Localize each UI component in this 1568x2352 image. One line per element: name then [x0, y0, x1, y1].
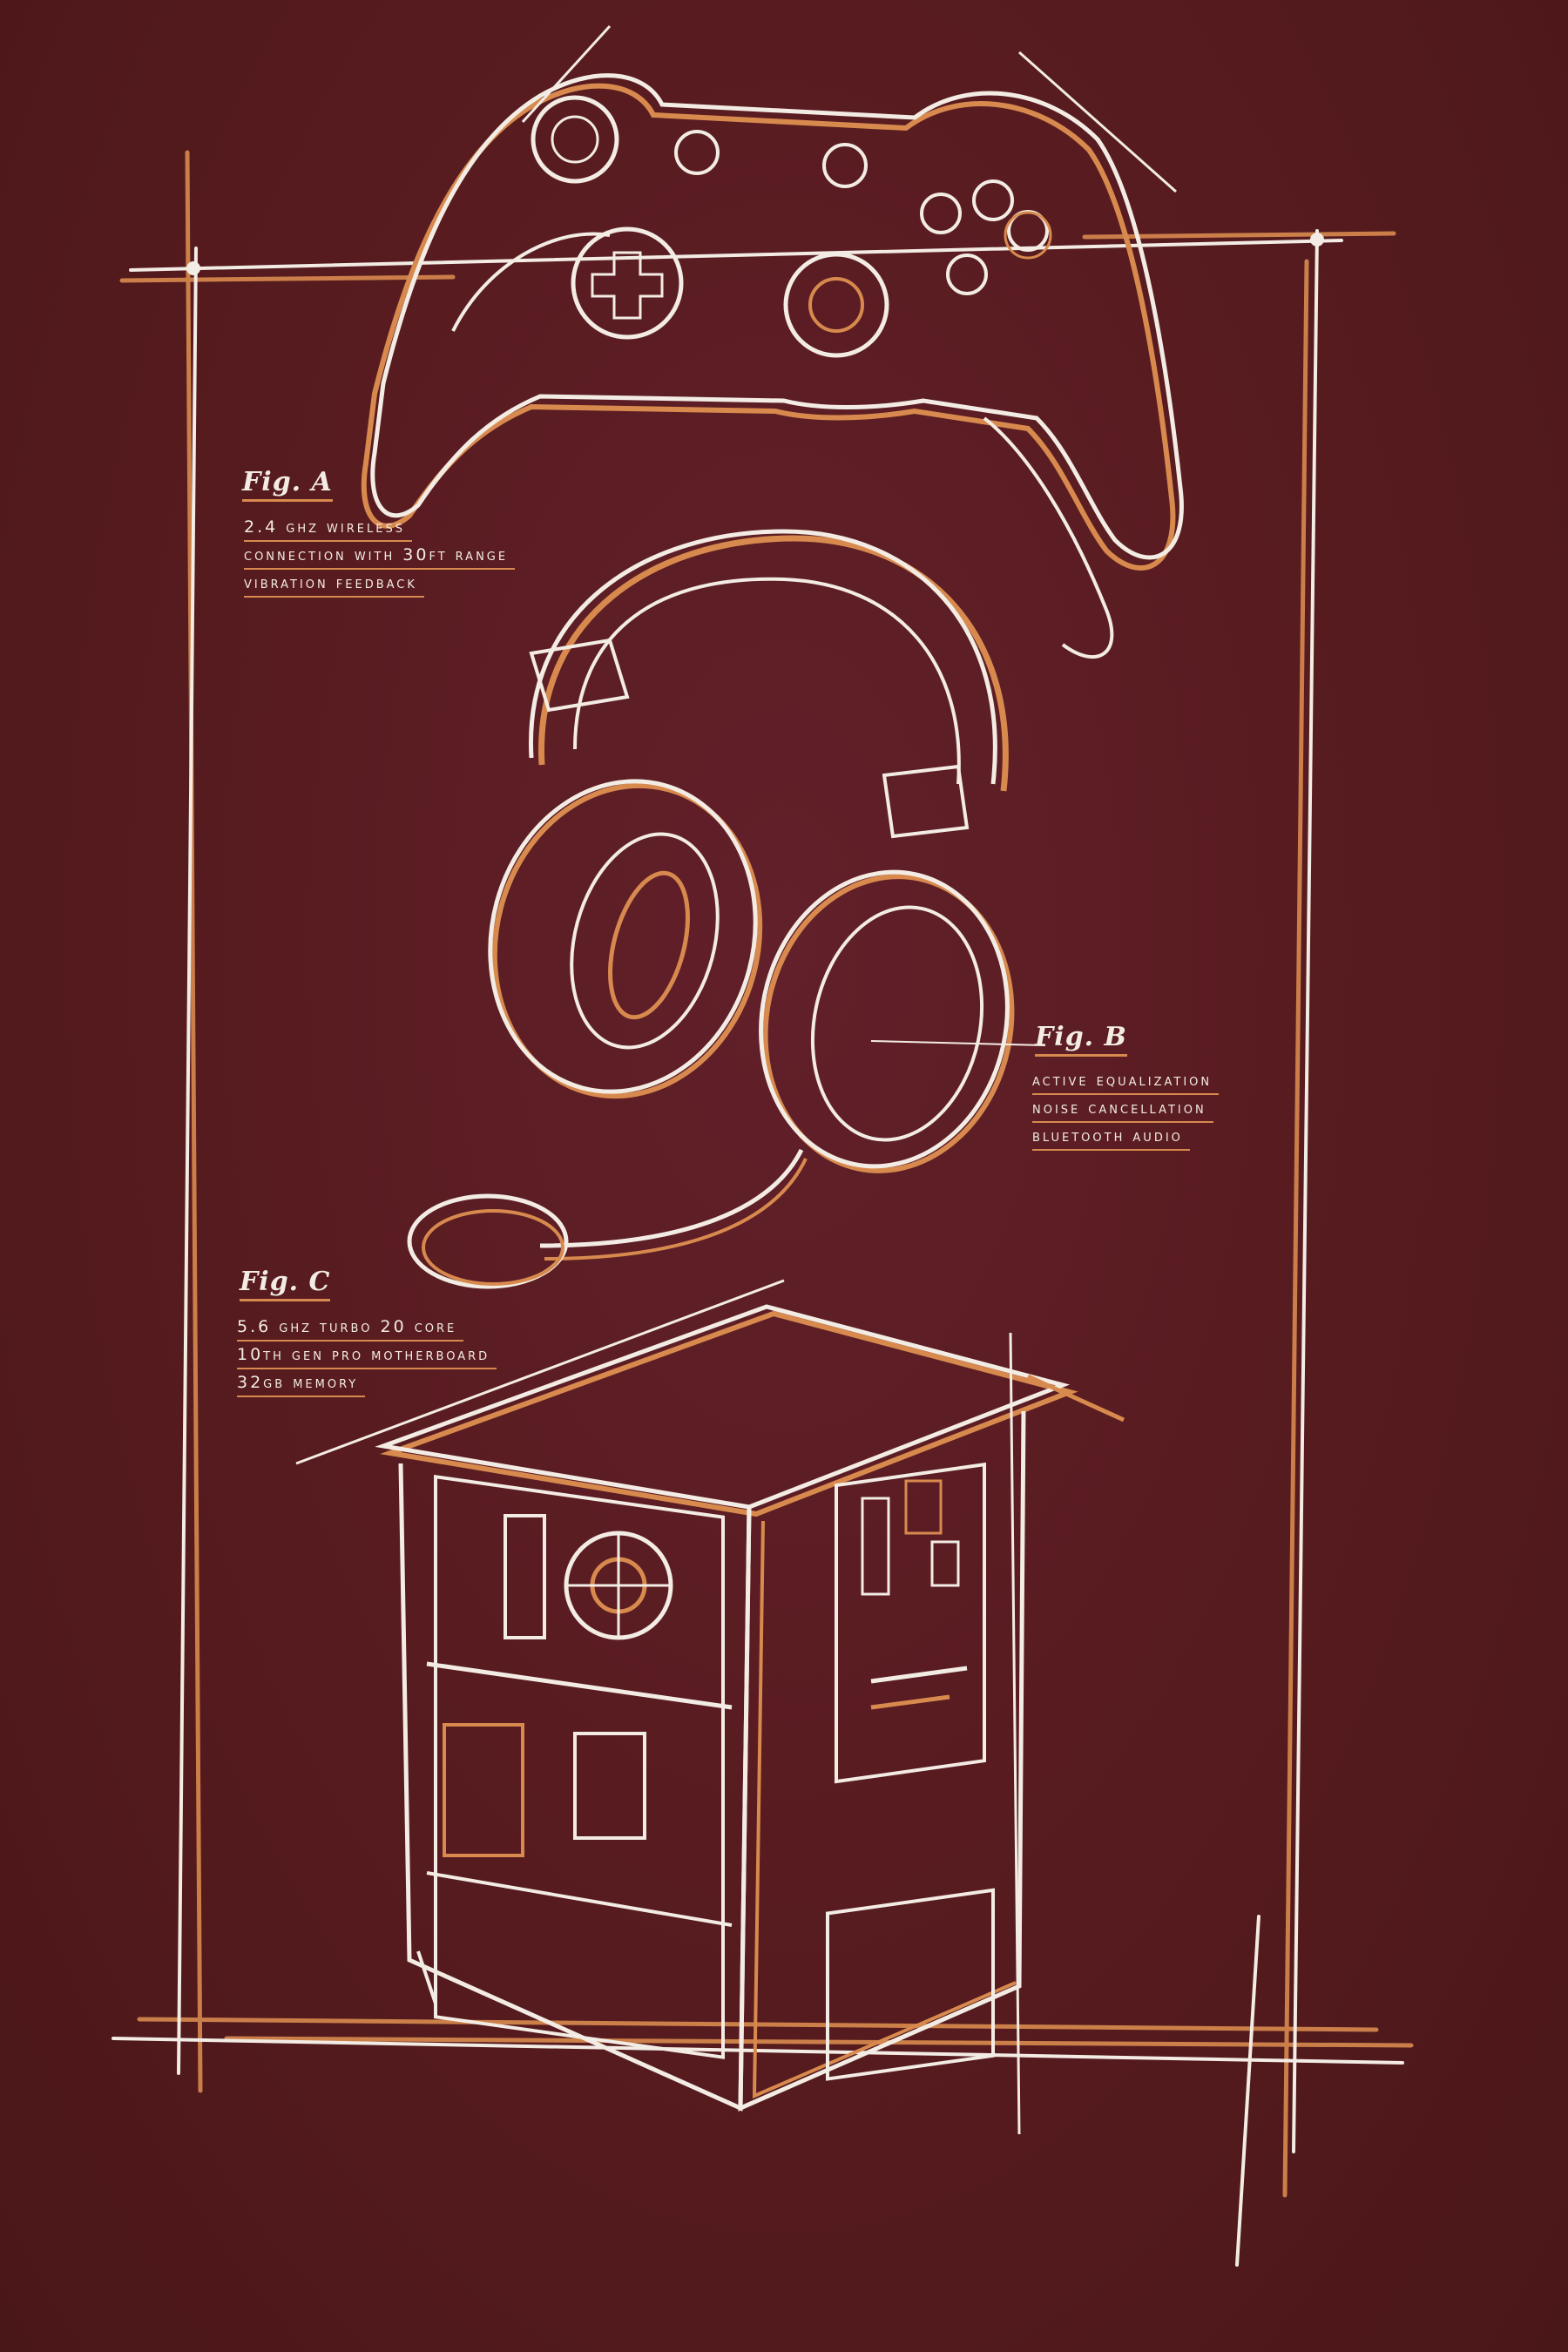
- fig-a-title: Fig. A: [242, 467, 333, 502]
- fig-c-spec-1: 5.6 GHZ TURBO 20 CORE: [237, 1314, 464, 1342]
- fig-c-spec-2: 10TH GEN PRO MOTHERBOARD: [237, 1342, 497, 1369]
- fig-a-spec-3: VIBRATION FEEDBACK: [244, 570, 424, 598]
- frame-white-lines: [112, 229, 1404, 2267]
- fig-b-spec-3: Bluetooth audio: [1032, 1123, 1190, 1151]
- fig-b-spec-2: Noise cancellation: [1032, 1095, 1213, 1123]
- frame-orange-strokes: [119, 150, 1414, 2198]
- pc-tower-sketch: [295, 1279, 1125, 2135]
- fig-c-spec-3: 32GB MEMORY: [237, 1369, 366, 1397]
- fig-b-title: Fig. B: [1035, 1022, 1127, 1057]
- headset-sketch: [407, 529, 1046, 1289]
- fig-c-title: Fig. C: [240, 1267, 331, 1301]
- fig-a-spec-1: 2.4 GHZ WIRELESS: [244, 514, 412, 542]
- fig-b-spec-1: Active equalization: [1032, 1067, 1220, 1095]
- fig-c-specs: 5.6 GHZ TURBO 20 CORE 10TH GEN PRO MOTHE…: [237, 1314, 497, 1397]
- fig-b-specs: Active equalization Noise cancellation B…: [1032, 1067, 1220, 1151]
- fig-a-spec-2: CONNECTION WITH 30FT RANGE: [244, 542, 516, 570]
- game-controller-sketch: [361, 24, 1184, 659]
- fig-a-specs: 2.4 GHZ WIRELESS CONNECTION WITH 30FT RA…: [244, 514, 516, 598]
